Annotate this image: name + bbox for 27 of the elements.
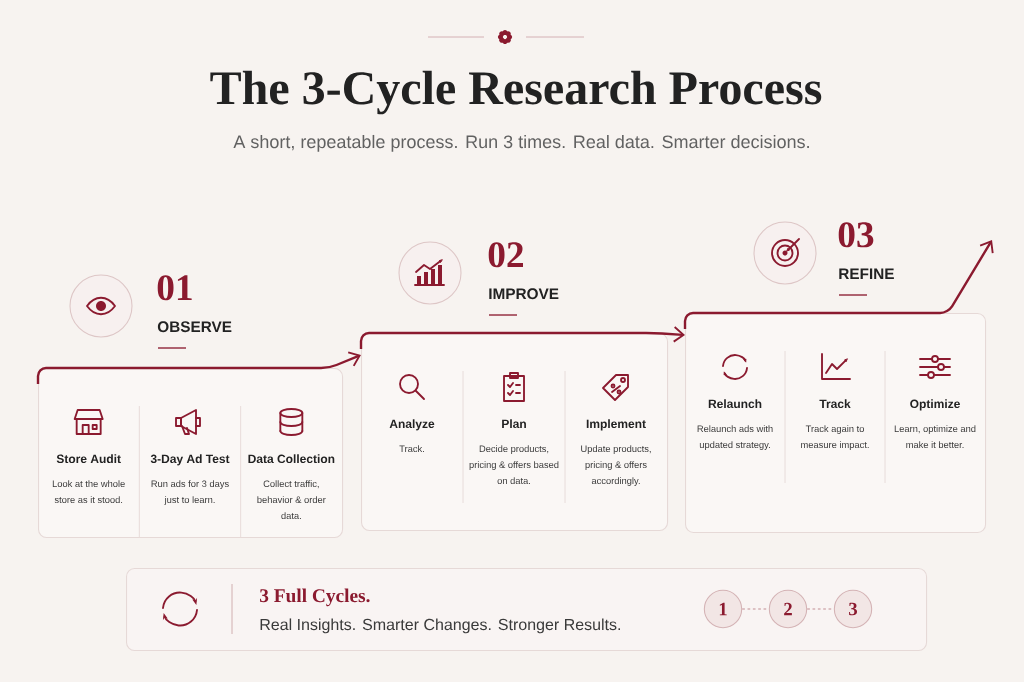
connector-line xyxy=(741,608,770,610)
banner-text: Real Insights. Smarter Changes. Stronger Results. xyxy=(260,618,620,634)
step-column: Plan Decide products, pricing & offers based on data. xyxy=(469,419,559,485)
step-number: 02 xyxy=(488,242,523,268)
arrow xyxy=(683,240,994,329)
step-heading: REFINE xyxy=(839,268,894,279)
arrow xyxy=(359,326,685,349)
cycle-badge: 2 xyxy=(768,589,808,629)
step-column: Analyze Track. xyxy=(389,419,435,453)
title: The 3-Cycle Research Process xyxy=(210,70,822,115)
subtitle: A short, repeatable process. Run 3 times. Real data. Smarter decisions. xyxy=(233,134,809,152)
step-number: 03 xyxy=(838,222,874,248)
step-heading: OBSERVE xyxy=(157,321,232,333)
step-column: Implement Update products, pricing & offers accordingly. xyxy=(581,419,651,486)
step-column: 3-Day Ad Test Run ads for 3 days just to learn. xyxy=(150,454,230,505)
step-heading: IMPROVE xyxy=(489,288,559,300)
step-column: Store Audit Look at the whole store as it stood. xyxy=(52,454,125,504)
step-column: Optimize Learn, optimize and make it better. xyxy=(894,399,976,449)
connector-line xyxy=(806,608,835,610)
step-column: Relaunch Relaunch ads with updated strategy. xyxy=(697,399,773,450)
step-number: 01 xyxy=(157,275,192,301)
step-column: Data Collection Collect traffic, behavior & order data. xyxy=(248,454,335,520)
step-column: Track Track again to measure impact. xyxy=(801,399,869,450)
banner-heading: 3 Full Cycles. xyxy=(260,588,370,607)
cycle-badge: 3 xyxy=(833,589,873,629)
arrow xyxy=(36,351,361,384)
cycle-badge: 1 xyxy=(703,589,743,629)
